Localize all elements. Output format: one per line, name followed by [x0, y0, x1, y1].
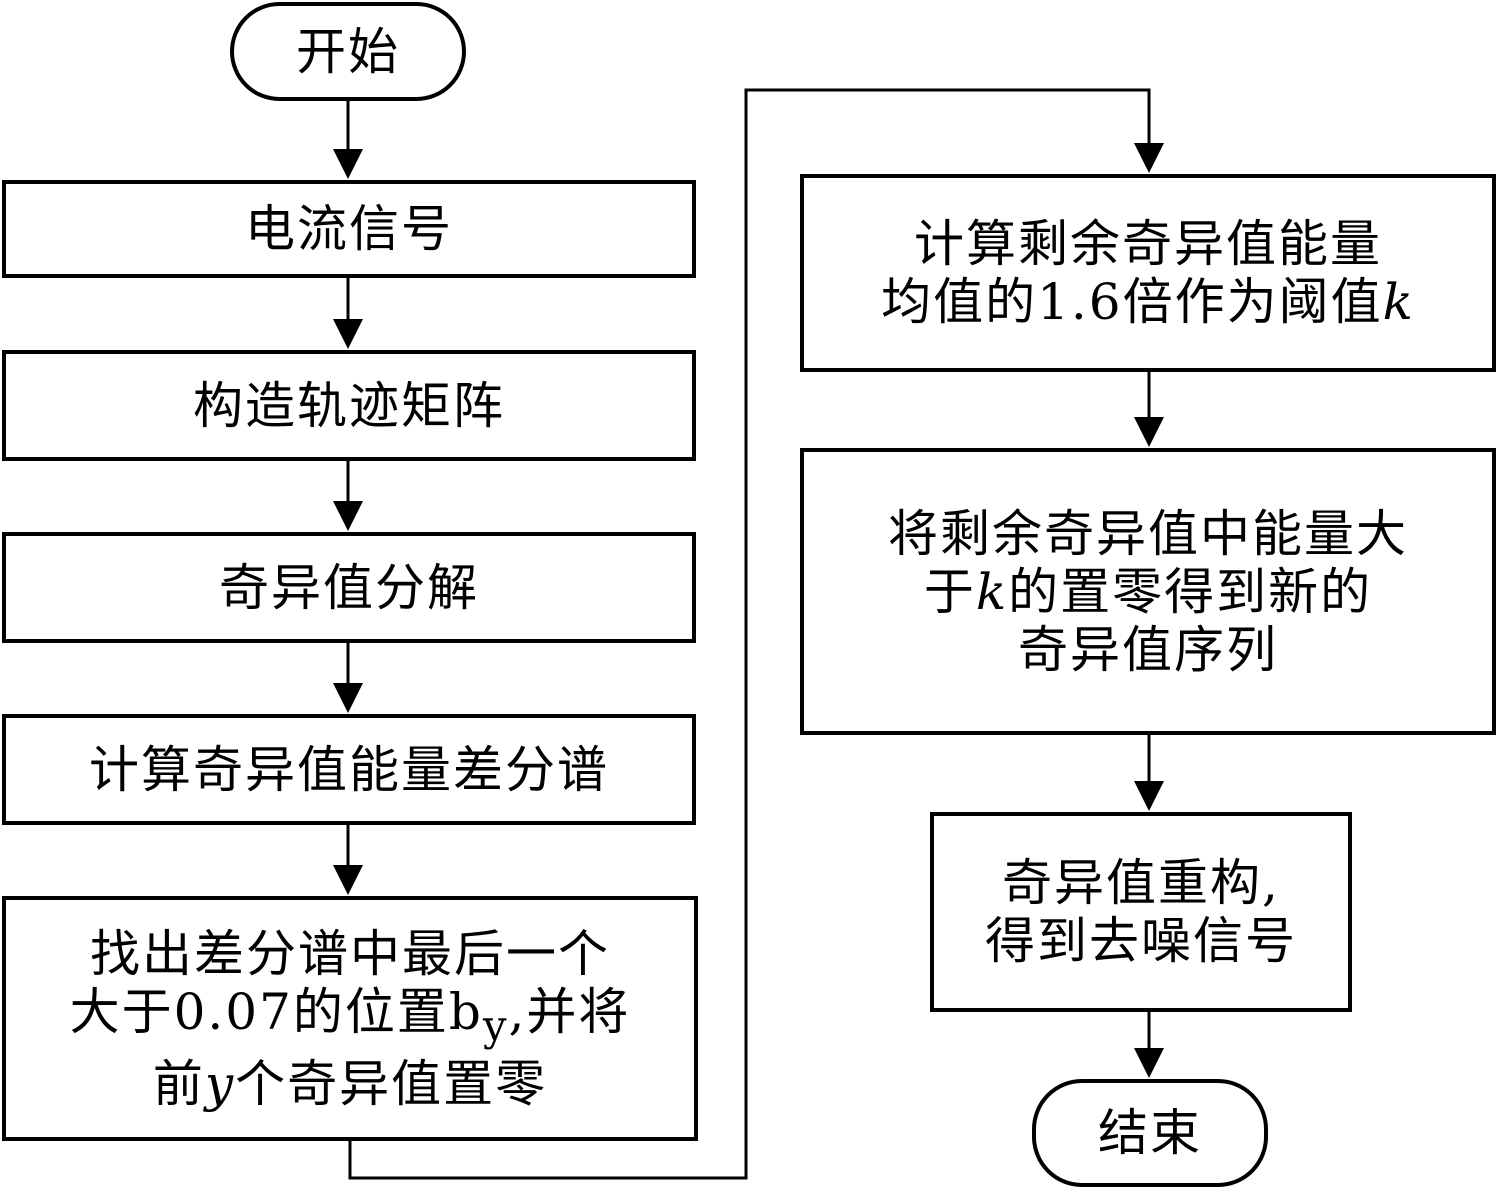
svd-label: 奇异值分解 [219, 558, 479, 617]
trajectory-label: 构造轨迹矩阵 [193, 376, 505, 435]
threshold-node: 计算剩余奇异值能量均值的1.6倍作为阈值k [800, 174, 1496, 372]
end-label: 结束 [1098, 1104, 1202, 1162]
signal-node: 电流信号 [2, 180, 696, 278]
threshold-label: 计算剩余奇异值能量均值的1.6倍作为阈值k [881, 215, 1415, 331]
start-label: 开始 [296, 22, 400, 81]
energy-diff-label: 计算奇异值能量差分谱 [89, 740, 609, 799]
find-last-label: 找出差分谱中最后一个大于0.07的位置by,并将前y个奇异值置零 [69, 924, 631, 1113]
zero-large-label: 将剩余奇异值中能量大于k的置零得到新的奇异值序列 [888, 504, 1408, 679]
reconstruct-label: 奇异值重构,得到去噪信号 [985, 854, 1297, 970]
zero-large-node: 将剩余奇异值中能量大于k的置零得到新的奇异值序列 [800, 448, 1496, 735]
find-last-node: 找出差分谱中最后一个大于0.07的位置by,并将前y个奇异值置零 [2, 896, 698, 1141]
trajectory-node: 构造轨迹矩阵 [2, 350, 696, 461]
signal-label: 电流信号 [245, 200, 453, 258]
start-node: 开始 [230, 2, 466, 101]
svd-node: 奇异值分解 [2, 532, 696, 643]
end-node: 结束 [1032, 1079, 1268, 1187]
arrow-find-threshold [348, 88, 1164, 1180]
reconstruct-node: 奇异值重构,得到去噪信号 [930, 812, 1352, 1012]
energy-diff-node: 计算奇异值能量差分谱 [2, 714, 696, 825]
